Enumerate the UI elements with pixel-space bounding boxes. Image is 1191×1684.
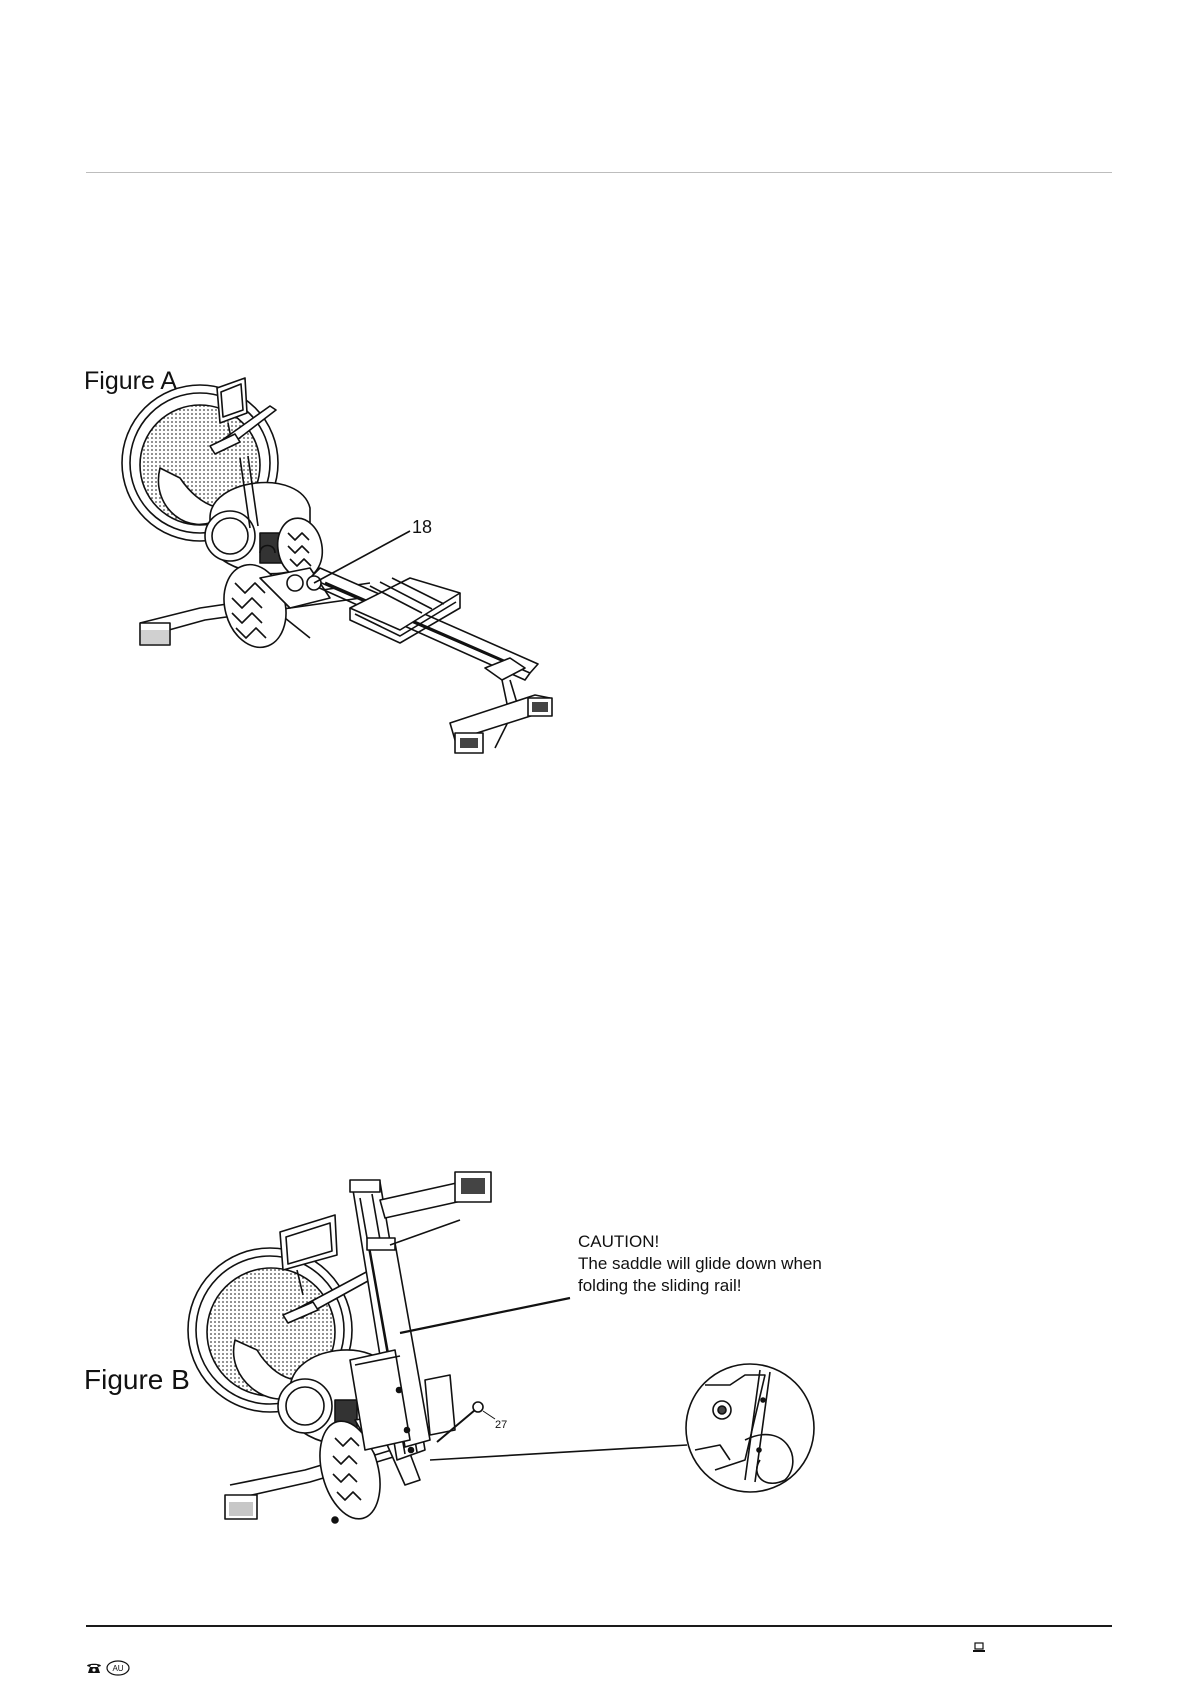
part-18-leader-line bbox=[314, 531, 410, 583]
figure-b-label: Figure B bbox=[84, 1364, 190, 1396]
part-18-label: 18 bbox=[412, 517, 432, 537]
part-27-label: 27 bbox=[495, 1419, 507, 1431]
laptop-icon bbox=[972, 1642, 986, 1654]
svg-text:AU: AU bbox=[112, 1664, 123, 1673]
phone-icon bbox=[86, 1662, 102, 1674]
figure-a-rower-drawing: 18 bbox=[110, 368, 620, 828]
au-region-badge: AU bbox=[106, 1660, 130, 1676]
caution-line-1: The saddle will glide down when bbox=[578, 1253, 822, 1275]
caution-note: CAUTION! The saddle will glide down when… bbox=[578, 1231, 822, 1297]
figure-b-folded-rower-drawing: 27 bbox=[185, 1160, 1065, 1580]
caution-title: CAUTION! bbox=[578, 1231, 822, 1253]
footer-divider bbox=[86, 1625, 1112, 1627]
caution-leader-line bbox=[400, 1298, 570, 1333]
caution-line-2: folding the sliding rail! bbox=[578, 1275, 822, 1297]
header-divider bbox=[86, 172, 1112, 173]
